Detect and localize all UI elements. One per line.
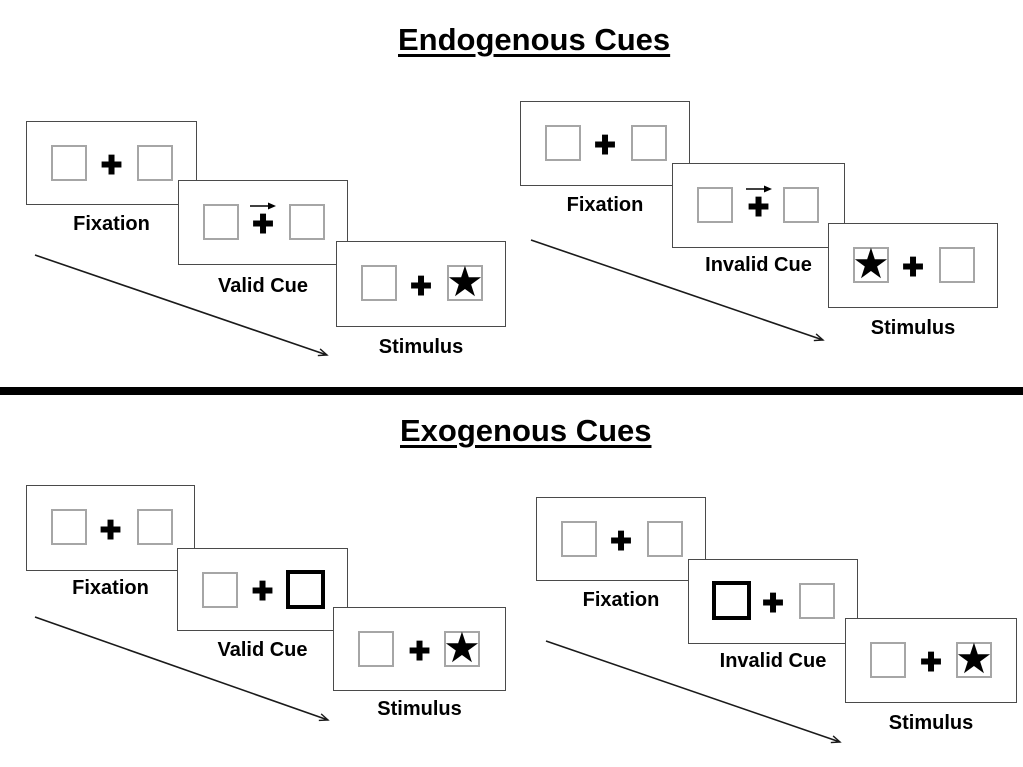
- right-box: ★: [955, 637, 993, 679]
- exogenous-section-title: Exogenous Cues: [400, 413, 652, 448]
- left-box: [203, 204, 239, 240]
- right-box: [137, 509, 173, 545]
- panel-label: Invalid Cue: [705, 254, 812, 276]
- left-box: [358, 631, 394, 667]
- fixation-cross-icon: ✚: [100, 149, 123, 180]
- left-box: [51, 145, 87, 181]
- endogenous-section-title: Endogenous Cues: [398, 22, 671, 57]
- fixation-cross-icon: ✚: [99, 514, 122, 545]
- left-box: [697, 187, 733, 223]
- panel-label: Stimulus: [378, 336, 464, 358]
- valid-cue-panel: ✚: [177, 548, 348, 631]
- stimulus-panel: ★ ✚: [828, 223, 998, 308]
- fixation-panel: ✚: [26, 485, 195, 571]
- panel-label: Fixation: [582, 589, 660, 611]
- bold-cue-box: [286, 570, 325, 609]
- time-arrow-exogenous-valid-icon: [34, 616, 330, 722]
- left-box: [545, 125, 581, 161]
- fixation-cross-icon: ✚: [408, 635, 431, 666]
- bold-cue-box: [712, 581, 751, 620]
- panel-label: Stimulus: [377, 698, 462, 720]
- time-arrow-endogenous-valid-icon: [34, 254, 329, 357]
- fixation-cross-icon: ✚: [747, 192, 770, 223]
- left-box: [870, 642, 906, 678]
- fixation-panel: ✚: [520, 101, 690, 186]
- panel-label: Stimulus: [870, 317, 956, 339]
- panel-label: Fixation: [72, 577, 149, 599]
- left-box: ★: [852, 242, 890, 284]
- star-target-icon: ★: [955, 634, 993, 682]
- fixation-cross-icon: ✚: [594, 130, 616, 161]
- right-box: ★: [443, 626, 481, 668]
- star-target-icon: ★: [446, 257, 484, 305]
- panel-label: Valid Cue: [217, 275, 309, 297]
- star-target-icon: ★: [443, 623, 481, 671]
- panel-label: Valid Cue: [217, 639, 308, 661]
- right-box: [631, 125, 667, 161]
- stimulus-panel: ✚ ★: [336, 241, 506, 327]
- right-box: ★: [446, 260, 484, 302]
- fixation-cross-icon: ✚: [610, 525, 632, 556]
- right-box: [783, 187, 819, 223]
- section-divider: [0, 387, 1023, 395]
- invalid-cue-panel: ✚: [688, 559, 858, 644]
- left-box: [51, 509, 87, 545]
- left-box: [202, 572, 238, 608]
- left-box: [561, 521, 597, 557]
- panel-label: Stimulus: [888, 712, 974, 734]
- right-box: [289, 204, 325, 240]
- panel-label: Fixation: [566, 194, 644, 216]
- stimulus-panel: ✚ ★: [333, 607, 506, 691]
- stimulus-panel: ✚ ★: [845, 618, 1017, 703]
- cue-arrow-right-icon: [250, 202, 276, 210]
- right-box: [137, 145, 173, 181]
- fixation-cross-icon: ✚: [251, 576, 274, 607]
- fixation-cross-icon: ✚: [762, 588, 784, 619]
- right-box: [939, 247, 975, 283]
- fixation-cross-icon: ✚: [920, 647, 942, 678]
- fixation-panel: ✚: [26, 121, 197, 205]
- fixation-cross-icon: ✚: [252, 209, 274, 240]
- cue-arrow-right-icon: [745, 185, 772, 193]
- invalid-cue-panel: ✚: [672, 163, 845, 248]
- right-box: [647, 521, 683, 557]
- right-box: [799, 583, 835, 619]
- panel-label: Fixation: [73, 213, 150, 235]
- valid-cue-panel: ✚: [178, 180, 348, 265]
- left-box: [361, 265, 397, 301]
- fixation-panel: ✚: [536, 497, 706, 581]
- panel-label: Invalid Cue: [719, 650, 827, 672]
- fixation-cross-icon: ✚: [902, 252, 924, 283]
- fixation-cross-icon: ✚: [410, 270, 432, 301]
- star-target-icon: ★: [852, 239, 890, 287]
